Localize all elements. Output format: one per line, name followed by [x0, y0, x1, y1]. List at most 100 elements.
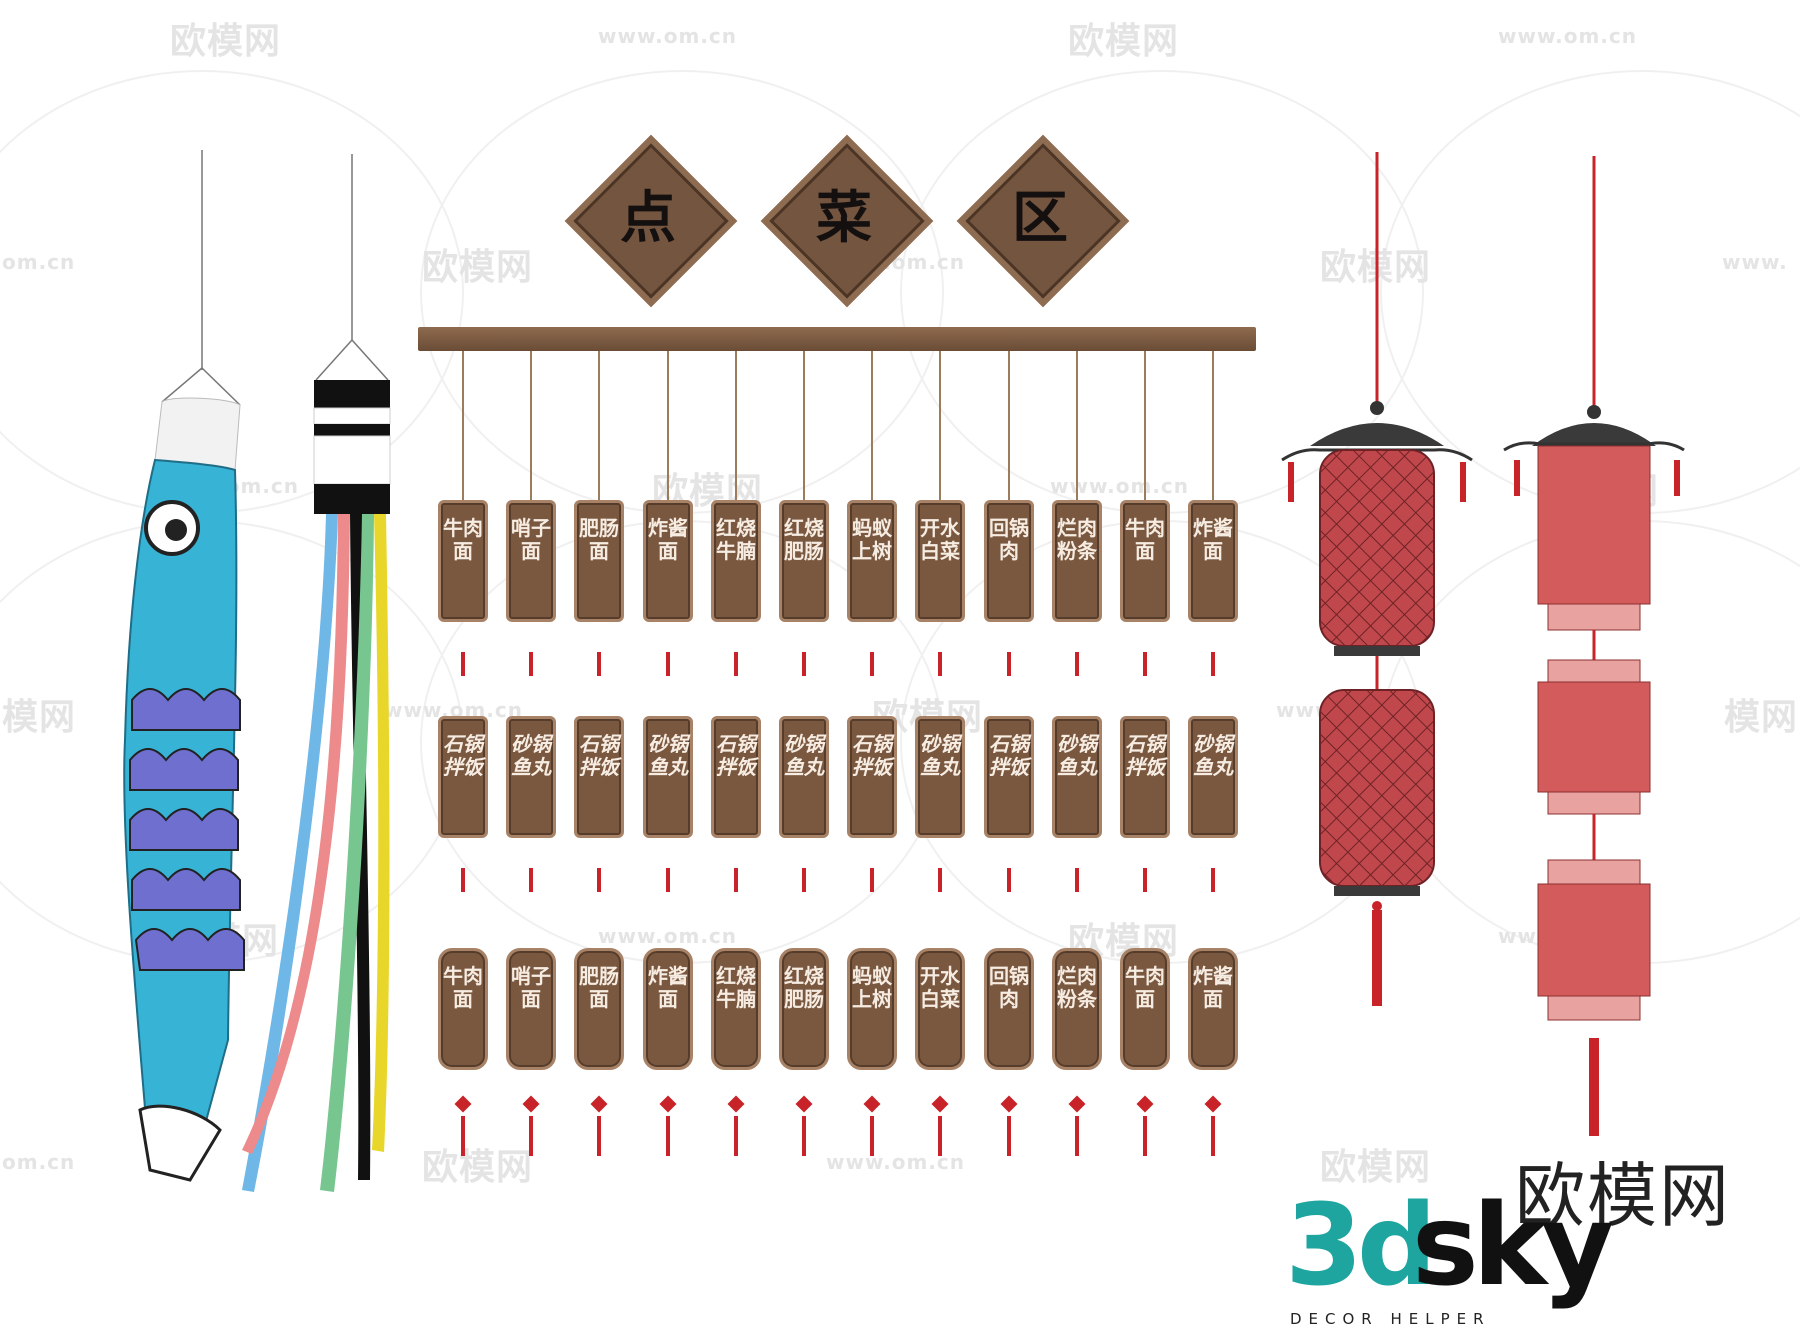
watermark-url: www.om.cn	[598, 24, 738, 48]
tassel-icon	[1211, 1116, 1215, 1156]
plaque-label: 石锅拌饭	[989, 732, 1029, 779]
menu-plaque: 红烧肥肠	[779, 500, 829, 622]
menu-plaque: 肥肠面	[574, 500, 624, 622]
menu-plaque: 红烧牛腩	[711, 948, 761, 1070]
menu-plaque: 牛肉面	[438, 500, 488, 622]
plaque-label: 红烧牛腩	[716, 964, 756, 1011]
tassel-icon	[870, 652, 874, 676]
streamer-windsock-icon	[242, 154, 391, 1192]
watermark-url: om.cn	[2, 250, 76, 274]
tassel-icon	[1007, 868, 1011, 892]
menu-plaque: 牛肉面	[438, 948, 488, 1070]
brand-logo-3d: 3d	[1285, 1181, 1437, 1311]
plaque-rope	[1212, 351, 1214, 500]
menu-plaque: 炸酱面	[1188, 500, 1238, 622]
chinese-knot-icon	[931, 1095, 949, 1113]
watermark-logo: 模网	[1724, 697, 1799, 738]
menu-plaque: 石锅拌饭	[847, 716, 897, 838]
plaque-label: 红烧牛腩	[716, 516, 756, 563]
plaque-label: 砂锅鱼丸	[648, 732, 688, 779]
menu-plaque: 哨子面	[506, 500, 556, 622]
menu-plaque: 砂锅鱼丸	[779, 716, 829, 838]
chinese-knot-icon	[522, 1095, 540, 1113]
chinese-knot-icon	[727, 1095, 745, 1113]
plaque-label: 砂锅鱼丸	[1057, 732, 1097, 779]
plaque-rope	[598, 351, 600, 500]
plaque-label: 石锅拌饭	[579, 732, 619, 779]
plaque-label: 烂肉粉条	[1057, 964, 1097, 1011]
plaque-label: 肥肠面	[579, 964, 619, 1011]
menu-plaque: 回锅肉	[984, 948, 1034, 1070]
menu-plaque: 炸酱面	[643, 500, 693, 622]
menu-plaque: 砂锅鱼丸	[1188, 716, 1238, 838]
plaque-rope	[803, 351, 805, 500]
menu-plaque: 砂锅鱼丸	[643, 716, 693, 838]
menu-plaque: 烂肉粉条	[1052, 948, 1102, 1070]
menu-plaque: 蚂蚁上树	[847, 948, 897, 1070]
tassel-icon	[802, 652, 806, 676]
tassel-icon	[1143, 868, 1147, 892]
chinese-knot-icon	[590, 1095, 608, 1113]
plaque-label: 哨子面	[511, 516, 551, 563]
watermark-url: www.om.cn	[1498, 24, 1638, 48]
tassel-icon	[1075, 1116, 1079, 1156]
plaque-label: 牛肉面	[1125, 964, 1165, 1011]
plaque-rope	[667, 351, 669, 500]
plaque-label: 开水白菜	[920, 516, 960, 563]
brand-logo-sky: sky	[1412, 1181, 1614, 1311]
menu-plaque: 石锅拌饭	[574, 716, 624, 838]
brand-logo-cn: 欧模网	[1515, 1155, 1731, 1237]
tassel-icon	[1143, 652, 1147, 676]
watermark-url: www.	[1722, 250, 1788, 274]
plaque-rope	[462, 351, 464, 500]
watermark-logo: 欧模网	[1068, 21, 1180, 62]
sign-character: 区	[1012, 185, 1068, 251]
tassel-icon	[938, 652, 942, 676]
tassel-icon	[734, 652, 738, 676]
menu-plaque: 砂锅鱼丸	[1052, 716, 1102, 838]
watermark-url: www.om.cn	[1050, 474, 1190, 498]
chinese-knot-icon	[1068, 1095, 1086, 1113]
tassel-icon	[666, 868, 670, 892]
menu-plaque: 红烧牛腩	[711, 500, 761, 622]
chinese-knot-icon	[1204, 1095, 1222, 1113]
menu-plaque: 牛肉面	[1120, 948, 1170, 1070]
watermark-url: www.om.cn	[826, 1150, 966, 1174]
tassel-icon	[938, 1116, 942, 1156]
watermark-logo: 欧模网	[1320, 1147, 1432, 1188]
watermark-logo: 欧模网	[422, 247, 534, 288]
plaque-label: 回锅肉	[989, 516, 1029, 563]
menu-plaque: 炸酱面	[643, 948, 693, 1070]
tassel-icon	[1075, 652, 1079, 676]
plaque-label: 炸酱面	[648, 964, 688, 1011]
plaque-label: 肥肠面	[579, 516, 619, 563]
menu-plaque: 石锅拌饭	[438, 716, 488, 838]
plaque-label: 蚂蚁上树	[852, 964, 892, 1011]
chinese-knot-icon	[863, 1095, 881, 1113]
tassel-icon	[870, 868, 874, 892]
chinese-knot-icon	[1000, 1095, 1018, 1113]
tassel-icon	[734, 1116, 738, 1156]
menu-plaque: 开水白菜	[915, 948, 965, 1070]
chinese-knot-icon	[454, 1095, 472, 1113]
menu-plaque: 哨子面	[506, 948, 556, 1070]
tassel-icon	[666, 1116, 670, 1156]
menu-plaque: 石锅拌饭	[711, 716, 761, 838]
tassel-icon	[529, 1116, 533, 1156]
plaque-label: 回锅肉	[989, 964, 1029, 1011]
menu-plaque: 石锅拌饭	[984, 716, 1034, 838]
menu-plaque: 回锅肉	[984, 500, 1034, 622]
plaque-rope	[939, 351, 941, 500]
menu-plaque: 炸酱面	[1188, 948, 1238, 1070]
silk-column-lantern-icon	[1503, 156, 1685, 1136]
koi-windsock-icon	[123, 150, 245, 1182]
watermark-logo: 欧模网	[170, 21, 282, 62]
plaque-label: 烂肉粉条	[1057, 516, 1097, 563]
tassel-icon	[1211, 652, 1215, 676]
plaque-rope	[1008, 351, 1010, 500]
watermark-logo: 欧模网	[422, 1147, 534, 1188]
plaque-label: 牛肉面	[443, 964, 483, 1011]
menu-plaque: 砂锅鱼丸	[915, 716, 965, 838]
watermark-url: om.cn	[2, 1150, 76, 1174]
